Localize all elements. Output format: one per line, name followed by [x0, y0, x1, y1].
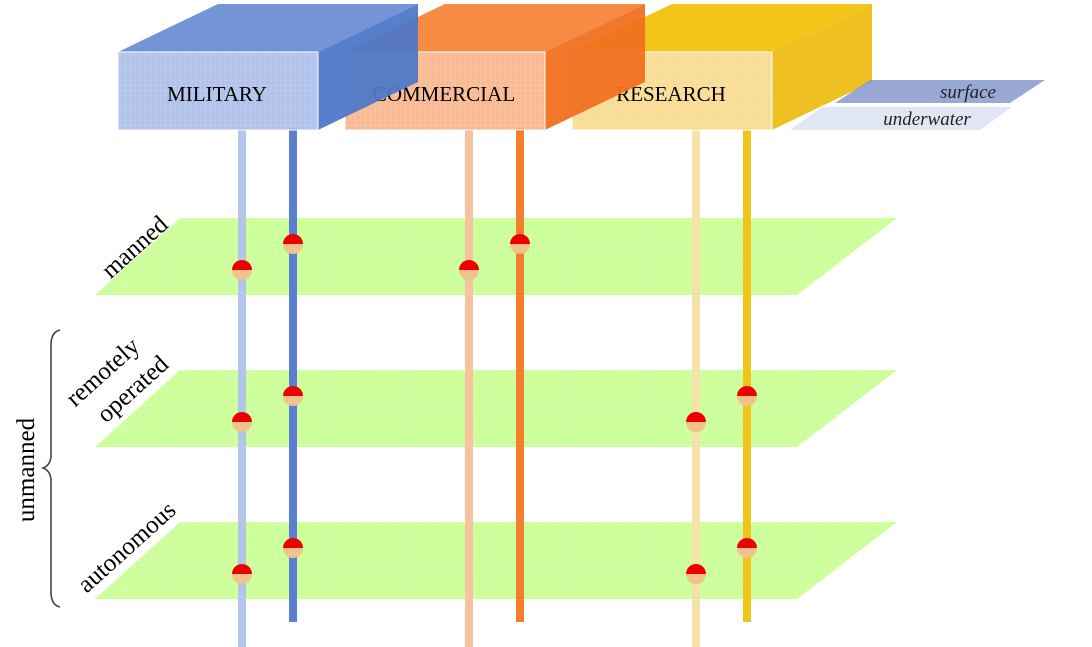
capability-marker [737, 538, 757, 558]
capability-markers [232, 234, 757, 584]
group-label-unmanned: unmanned [13, 417, 40, 522]
underwater-band [790, 107, 1012, 130]
surface-pole [743, 128, 751, 622]
capability-marker [510, 234, 530, 254]
capability-marker [459, 260, 479, 280]
domain-box-military: MILITARY [117, 4, 418, 131]
surface-pole [516, 128, 524, 622]
capability-marker [232, 412, 252, 432]
surface-label: surface [940, 82, 996, 103]
unmanned-brace [40, 329, 61, 608]
level-plane-grid [95, 522, 897, 599]
surface-band [835, 80, 1045, 103]
box-side-face [772, 4, 872, 130]
environment-legend: surface underwater [790, 80, 1045, 130]
level-plane-grid [95, 218, 897, 295]
capability-marker [232, 564, 252, 584]
underwater-label: underwater [883, 109, 971, 130]
capability-marker [232, 260, 252, 280]
domain-label: MILITARY [167, 82, 267, 106]
box-side-face [545, 4, 645, 130]
capability-marker [686, 412, 706, 432]
capability-marker [283, 386, 303, 406]
underwater-pole [238, 128, 246, 647]
level-plane-grid [95, 370, 897, 447]
level-planes [95, 218, 897, 599]
underwater-pole [692, 128, 700, 647]
domain-poles [238, 128, 751, 647]
capability-marker [737, 386, 757, 406]
surface-pole [289, 128, 297, 622]
box-side-face [318, 4, 418, 130]
capability-marker [283, 234, 303, 254]
capability-marker [686, 564, 706, 584]
box-front-grid [118, 52, 318, 130]
domain-box-research: RESEARCH [571, 4, 872, 131]
capability-marker [283, 538, 303, 558]
underwater-pole [465, 128, 473, 647]
